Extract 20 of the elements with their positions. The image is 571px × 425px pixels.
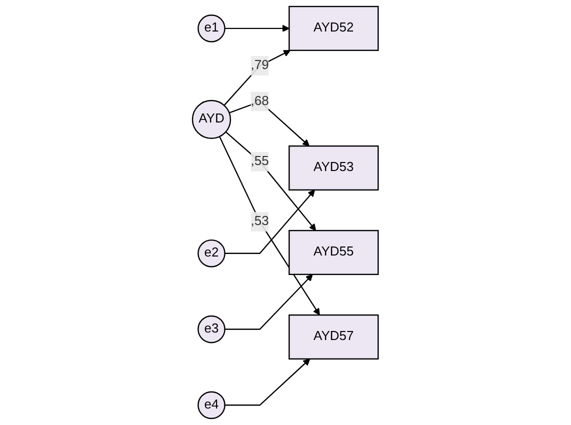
node-box: AYD52 bbox=[288, 6, 379, 51]
node-box: AYD55 bbox=[288, 230, 379, 276]
arrow bbox=[224, 274, 314, 330]
node-box: AYD57 bbox=[288, 314, 379, 360]
arrow bbox=[224, 24, 290, 32]
arrow bbox=[219, 136, 320, 316]
edge-label: ,68 bbox=[250, 94, 270, 108]
arrow bbox=[224, 190, 316, 254]
arrow bbox=[226, 131, 316, 231]
edge-label: ,55 bbox=[250, 154, 270, 168]
node-circle: e2 bbox=[198, 239, 226, 268]
edge-label: ,53 bbox=[250, 214, 270, 228]
arrow bbox=[224, 50, 291, 106]
node-circle: e1 bbox=[198, 14, 226, 42]
node-circle: e3 bbox=[198, 315, 226, 344]
edge-label: ,79 bbox=[250, 58, 270, 72]
node-box: AYD53 bbox=[288, 145, 379, 191]
node-circle: e4 bbox=[198, 391, 226, 420]
arrow bbox=[224, 358, 310, 406]
node-circle: AYD bbox=[192, 100, 232, 140]
